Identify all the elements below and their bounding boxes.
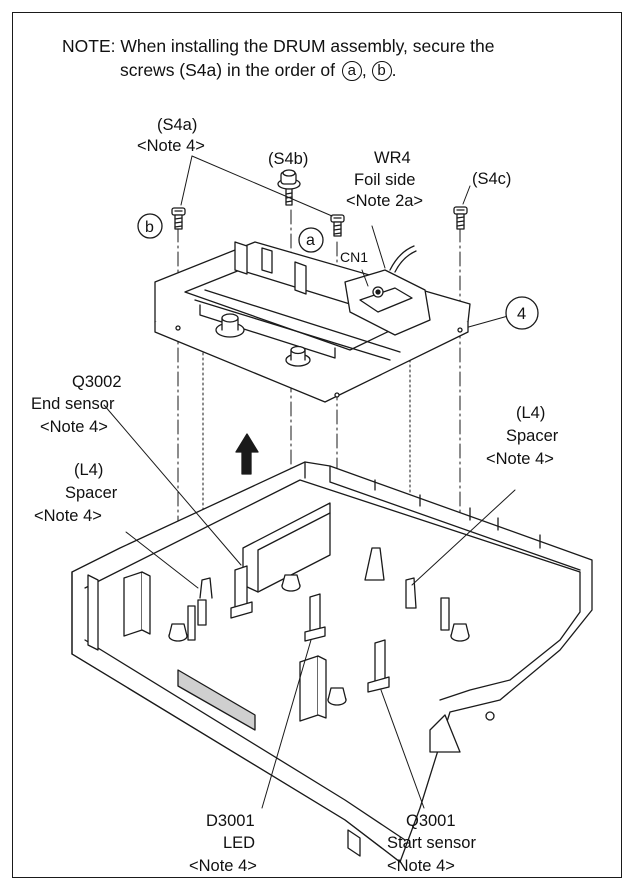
s4a-label: (S4a): [157, 116, 197, 134]
callout-a-circle: [298, 227, 324, 253]
note-end: .: [391, 60, 397, 80]
wr4-label: WR4: [374, 149, 411, 167]
end-sensor-label: End sensor: [31, 395, 115, 413]
d3001-label: D3001: [206, 812, 255, 830]
note-prefix: NOTE:: [62, 36, 116, 56]
note-text-1: When installing the DRUM assembly, secur…: [120, 36, 495, 56]
callout-a-text: a: [306, 232, 315, 249]
callout-b-circle: [137, 213, 163, 239]
circled-mark-a: a: [341, 61, 362, 82]
l4-right-label: (L4): [516, 404, 545, 422]
circled-mark-b-text: b: [377, 62, 386, 80]
spacer-left-label: Spacer: [65, 484, 118, 502]
screw-s4b: [277, 169, 301, 206]
q3002-label: Q3002: [72, 373, 122, 391]
chassis: [71, 461, 593, 863]
d3001-note: <Note 4>: [189, 857, 257, 875]
callout-4-circle: [505, 296, 539, 330]
q3001-note: <Note 4>: [387, 857, 455, 875]
screw-s4c: [453, 206, 468, 230]
ref-4-label: 4: [517, 305, 526, 323]
screw-s4a-b: [171, 207, 186, 230]
s4a-note: <Note 4>: [137, 137, 205, 155]
cn1-label: CN1: [340, 249, 368, 265]
spacer-right-note: <Note 4>: [486, 450, 554, 468]
wr4-leader: [371, 225, 386, 269]
drum-assembly: [154, 241, 471, 403]
s4a-leaders: [180, 155, 333, 217]
note-line-1: NOTE: When installing the DRUM assembly,…: [62, 36, 495, 57]
led-label: LED: [223, 834, 255, 852]
spacer-left-note: <Note 4>: [34, 507, 102, 525]
screw-s4a-a: [330, 214, 345, 237]
note-sep: ,: [361, 60, 367, 80]
s4c-label: (S4c): [472, 170, 511, 188]
note-text-2: screws (S4a) in the order of: [120, 60, 335, 80]
ref4-leader: [464, 315, 509, 329]
s4c-leader: [462, 185, 471, 205]
lower-leaders: [103, 404, 516, 809]
circled-mark-a-text: a: [347, 62, 356, 80]
foil-side-label: Foil side: [354, 171, 415, 189]
spacer-right-label: Spacer: [506, 427, 559, 445]
note-line-2: screws (S4a) in the order of a, b.: [120, 60, 397, 82]
s4b-label: (S4b): [268, 150, 308, 168]
l4-left-label: (L4): [74, 461, 103, 479]
circled-mark-b: b: [371, 61, 392, 82]
q3002-note: <Note 4>: [40, 418, 108, 436]
diagram-frame: [12, 12, 622, 878]
up-arrow: [235, 433, 259, 475]
start-sensor-label: Start sensor: [387, 834, 476, 852]
q3001-label: Q3001: [406, 812, 456, 830]
note-2a-label: <Note 2a>: [346, 192, 423, 210]
callout-b-text: b: [145, 219, 154, 236]
